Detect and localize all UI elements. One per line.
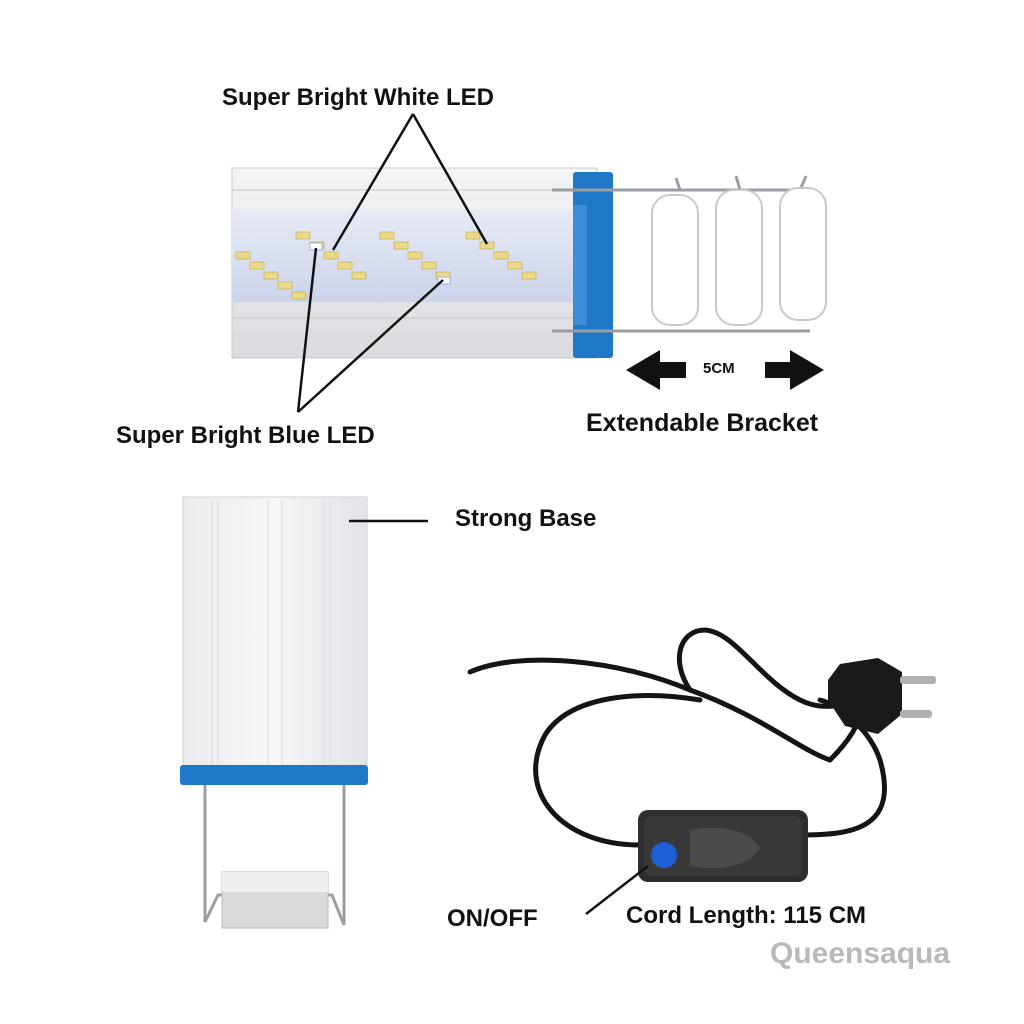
white-led-chip (379, 231, 395, 240)
on-off-label: ON/OFF (447, 905, 538, 932)
arrow-left-icon (626, 350, 686, 390)
switch-box (638, 810, 808, 882)
led-chips (235, 231, 537, 300)
white-led-chip (465, 231, 481, 240)
white-led-chip (493, 251, 509, 260)
white-led-chip (263, 271, 279, 280)
white-led-chip (249, 261, 265, 270)
white-led-label: Super Bright White LED (222, 84, 494, 111)
white-led-chip (421, 261, 437, 270)
white-led-chip (291, 291, 307, 300)
white-led-chip (393, 241, 409, 250)
strong-base-label: Strong Base (455, 505, 597, 532)
bracket-clip (651, 187, 827, 326)
watermark: Queensaqua (770, 937, 951, 970)
white-led-chip (407, 251, 423, 260)
white-led-chip (235, 251, 251, 260)
blue-led-label: Super Bright Blue LED (116, 422, 375, 449)
arrow-right-icon (765, 350, 824, 390)
extendable-bracket-label: Extendable Bracket (586, 409, 819, 437)
white-led-chip (507, 261, 523, 270)
blue-led-chip (437, 276, 451, 285)
cord-length-label: Cord Length: 115 CM (626, 902, 867, 929)
plug-icon (828, 658, 936, 734)
extend-distance-label: 5CM (703, 360, 735, 377)
white-led-chip (521, 271, 537, 280)
led-light-housing (231, 167, 598, 359)
blue-end-cap (573, 172, 613, 358)
white-led-chip (337, 261, 353, 270)
white-led-chip (351, 271, 367, 280)
white-led-callout-lines (331, 113, 489, 251)
on-off-callout-line (585, 865, 649, 915)
strong-base-housing (180, 496, 368, 785)
white-led-chip (295, 231, 311, 240)
power-button-icon[interactable] (651, 842, 677, 868)
white-led-chip (277, 281, 293, 290)
blue-led-callout-lines (296, 247, 444, 413)
white-led-chip (323, 251, 339, 260)
base-bracket (203, 785, 346, 929)
